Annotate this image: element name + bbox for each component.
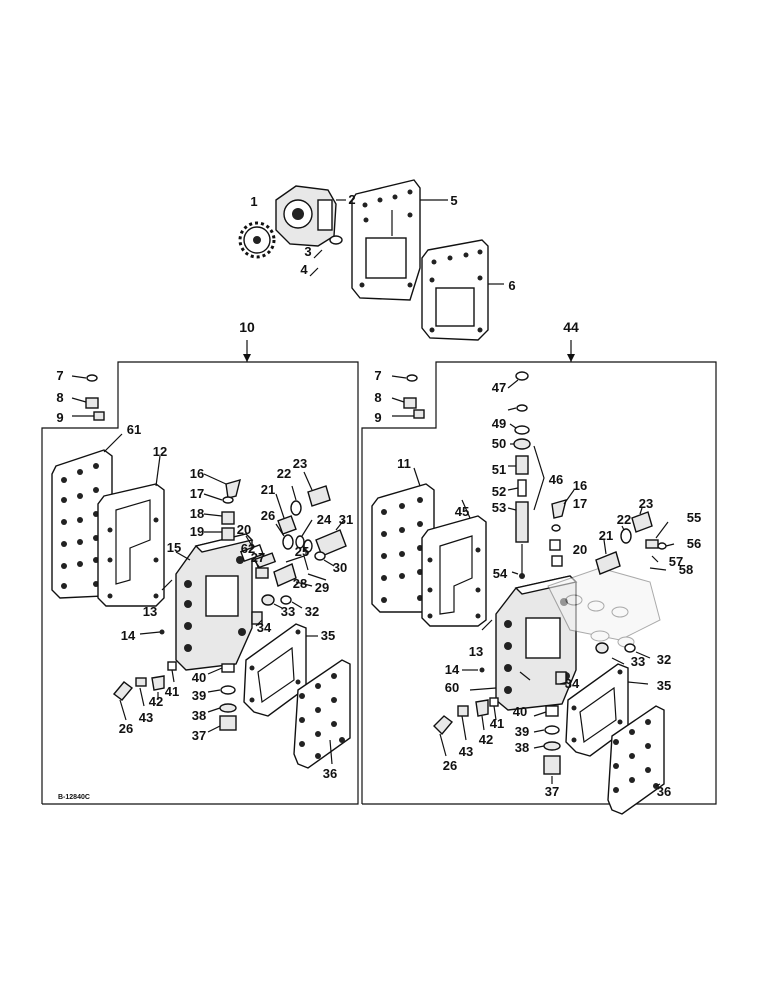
callout-right-group-26: 26 bbox=[443, 758, 457, 773]
separator-plate-5 bbox=[351, 179, 421, 301]
callout-right-group-38: 38 bbox=[515, 740, 529, 755]
callout-right-group-46: 46 bbox=[549, 472, 563, 487]
callout-left-group-20: 20 bbox=[237, 522, 251, 537]
callout-right-group-21: 21 bbox=[599, 528, 613, 543]
callout-right-group-8: 8 bbox=[374, 390, 381, 405]
callout-left-group-13: 13 bbox=[143, 604, 157, 619]
callout-right-group-54: 54 bbox=[493, 566, 508, 581]
callout-right-group-14: 14 bbox=[445, 662, 460, 677]
callout-left-group-18: 18 bbox=[190, 506, 204, 521]
callout-left-group-7: 7 bbox=[56, 368, 63, 383]
right-assembly-parts bbox=[371, 371, 675, 815]
callout-top-group-4: 4 bbox=[300, 262, 308, 277]
callout-left-group-62: 62 bbox=[241, 541, 255, 556]
callout-left-group-38: 38 bbox=[192, 708, 206, 723]
callout-left-group-29: 29 bbox=[315, 580, 329, 595]
callout-right-group-23: 23 bbox=[639, 496, 653, 511]
callout-right-group-42: 42 bbox=[479, 732, 493, 747]
callout-right-group-58: 58 bbox=[679, 562, 693, 577]
callout-left-group-12: 12 bbox=[153, 444, 167, 459]
callout-right-group-39: 39 bbox=[515, 724, 529, 739]
callout-left-group-22: 22 bbox=[277, 466, 291, 481]
assembly-label-left: 10 bbox=[239, 319, 255, 335]
callout-right-group-22: 22 bbox=[617, 512, 631, 527]
callout-right-group-60: 60 bbox=[445, 680, 459, 695]
callout-right-group-32: 32 bbox=[657, 652, 671, 667]
callout-right-group-7: 7 bbox=[374, 368, 381, 383]
callout-right-group-40: 40 bbox=[513, 704, 527, 719]
callout-right-group-43: 43 bbox=[459, 744, 473, 759]
pump-body-icon bbox=[275, 185, 337, 247]
o-ring-icon bbox=[329, 235, 343, 245]
callout-right-group-36: 36 bbox=[657, 784, 671, 799]
callout-left-group-27: 27 bbox=[251, 550, 265, 565]
callout-right-group-47: 47 bbox=[492, 380, 506, 395]
callout-left-group-36: 36 bbox=[323, 766, 337, 781]
callout-right-group-33: 33 bbox=[631, 654, 645, 669]
callout-right-group-35: 35 bbox=[657, 678, 671, 693]
callout-left-group-23: 23 bbox=[293, 456, 307, 471]
callout-right-group-53: 53 bbox=[492, 500, 506, 515]
callout-left-group-32: 32 bbox=[305, 604, 319, 619]
assembly-label-right: 44 bbox=[563, 319, 579, 335]
callout-right-group-20: 20 bbox=[573, 542, 587, 557]
callout-right-group-41: 41 bbox=[490, 716, 504, 731]
drawing-code: B-12840C bbox=[58, 794, 90, 801]
callout-right-group-11: 11 bbox=[397, 456, 411, 471]
callout-top-group-5: 5 bbox=[450, 193, 457, 208]
callout-top-group-2: 2 bbox=[348, 192, 355, 207]
top-group bbox=[238, 179, 504, 341]
callout-right-group-45: 45 bbox=[455, 504, 469, 519]
callout-left-group-42: 42 bbox=[149, 694, 163, 709]
callout-left-group-34: 34 bbox=[257, 620, 272, 635]
callout-right-group-57: 57 bbox=[669, 554, 683, 569]
callout-right-group-13: 13 bbox=[469, 644, 483, 659]
callout-left-group-40: 40 bbox=[192, 670, 206, 685]
callout-left-group-25: 25 bbox=[295, 544, 309, 559]
callout-right-group-34: 34 bbox=[565, 676, 580, 691]
callout-left-group-26: 26 bbox=[119, 721, 133, 736]
callout-top-group-6: 6 bbox=[508, 278, 515, 293]
callout-left-group-26: 26 bbox=[261, 508, 275, 523]
callout-left-group-8: 8 bbox=[56, 390, 63, 405]
callout-right-group-16: 16 bbox=[573, 478, 587, 493]
callout-right-group-17: 17 bbox=[573, 496, 587, 511]
callout-right-group-50: 50 bbox=[492, 436, 506, 451]
callout-right-group-51: 51 bbox=[492, 462, 506, 477]
callout-left-group-16: 16 bbox=[190, 466, 204, 481]
gasket-plate-6 bbox=[421, 239, 489, 341]
gear-part-icon bbox=[238, 221, 276, 259]
callout-left-group-14: 14 bbox=[121, 628, 136, 643]
callout-left-group-37: 37 bbox=[192, 728, 206, 743]
callout-right-group-56: 56 bbox=[687, 536, 701, 551]
callout-left-group-33: 33 bbox=[281, 604, 295, 619]
callout-left-group-31: 31 bbox=[339, 512, 353, 527]
callout-right-group-37: 37 bbox=[545, 784, 559, 799]
callout-top-group-3: 3 bbox=[304, 244, 311, 259]
callout-right-group-52: 52 bbox=[492, 484, 506, 499]
callout-left-group-17: 17 bbox=[190, 486, 204, 501]
left-assembly-frame bbox=[41, 340, 359, 805]
callout-left-group-15: 15 bbox=[167, 540, 181, 555]
callout-left-group-35: 35 bbox=[321, 628, 335, 643]
callout-left-group-28: 28 bbox=[293, 576, 307, 591]
callout-left-group-24: 24 bbox=[317, 512, 332, 527]
callout-left-group-41: 41 bbox=[165, 684, 179, 699]
callout-right-group-9: 9 bbox=[374, 410, 381, 425]
callout-right-group-55: 55 bbox=[687, 510, 701, 525]
callout-left-group-9: 9 bbox=[56, 410, 63, 425]
callout-left-group-61: 61 bbox=[127, 422, 141, 437]
callout-left-group-39: 39 bbox=[192, 688, 206, 703]
callout-right-group-49: 49 bbox=[492, 416, 506, 431]
right-assembly-frame bbox=[361, 340, 717, 805]
callout-left-group-30: 30 bbox=[333, 560, 347, 575]
callout-top-group-1: 1 bbox=[250, 194, 257, 209]
left-assembly-parts bbox=[51, 374, 351, 769]
callout-left-group-43: 43 bbox=[139, 710, 153, 725]
callout-left-group-19: 19 bbox=[190, 524, 204, 539]
callout-left-group-21: 21 bbox=[261, 482, 275, 497]
